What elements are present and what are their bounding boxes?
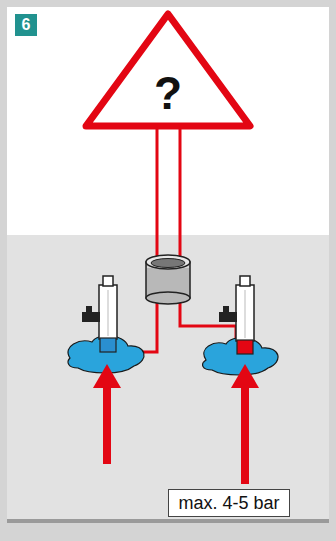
step-badge: 6 bbox=[15, 14, 37, 36]
node-text: 6 bbox=[22, 17, 31, 33]
valve bbox=[219, 276, 254, 354]
lower-panel bbox=[7, 235, 329, 519]
floor-line bbox=[7, 519, 329, 523]
warning-sign: ? bbox=[80, 8, 256, 132]
valve bbox=[82, 276, 117, 352]
water-puddle bbox=[203, 338, 278, 375]
node-text: ? bbox=[154, 70, 182, 116]
leader-line bbox=[180, 128, 236, 345]
value-box: max. 4-5 bar bbox=[168, 489, 290, 517]
upper-panel bbox=[7, 7, 329, 235]
pressure-arrow bbox=[231, 364, 259, 484]
pressure-arrow bbox=[93, 364, 121, 464]
pipe-coupling bbox=[146, 255, 190, 304]
node-text: max. 4-5 bar bbox=[178, 494, 279, 512]
leader-line bbox=[114, 128, 157, 352]
